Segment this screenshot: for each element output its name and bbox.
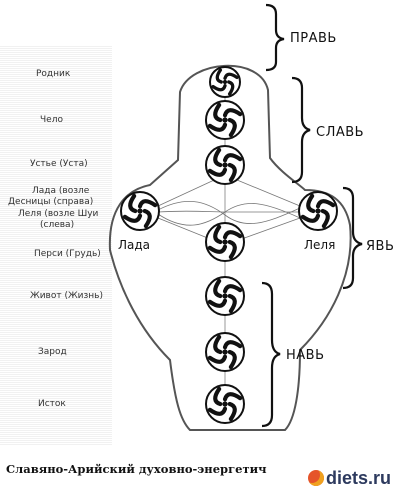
chakra-zarod-icon	[205, 332, 245, 372]
brace-slav	[291, 76, 311, 184]
label-ustye: Устье (Уста)	[30, 159, 88, 169]
caption: Славяно-Арийский духовно-энергетич	[6, 462, 267, 476]
chakra-lada-icon	[120, 191, 160, 231]
brace-yav	[342, 186, 363, 290]
label-chelo: Чело	[40, 115, 63, 125]
chakra-rodnik-icon	[209, 66, 241, 98]
chakra-lelya-icon	[298, 191, 338, 231]
label-persi: Перси (Грудь)	[34, 249, 101, 259]
label-istok: Исток	[38, 399, 66, 409]
chakra-chelo-icon	[205, 100, 245, 140]
label-lada-1: Лада (возле	[32, 186, 90, 196]
region-prav: ПРАВЬ	[290, 31, 337, 46]
left-labels: Родник Чело Устье (Уста) Лада (возле Дес…	[8, 69, 103, 409]
chakras	[120, 66, 338, 424]
region-braces	[261, 3, 363, 428]
chakra-zhivot-icon	[205, 276, 245, 316]
region-yav: ЯВЬ	[366, 239, 394, 254]
label-lelya-2: (слева)	[40, 220, 74, 230]
brace-prav	[265, 3, 285, 72]
region-slav: СЛАВЬ	[316, 125, 364, 140]
label-zhivot: Живот (Жизнь)	[30, 291, 103, 301]
label-lelya-1: Леля (возле Шуи	[18, 209, 99, 219]
side-label-lada: Лада	[118, 238, 150, 252]
label-rodnik: Родник	[36, 69, 71, 79]
chakra-ustye-icon	[205, 145, 245, 185]
label-zarod: Зарод	[38, 347, 67, 357]
body-outline	[108, 64, 352, 431]
watermark-apple-icon	[308, 470, 324, 486]
chakra-persi-icon	[205, 222, 245, 262]
watermark: diets.ru	[308, 468, 391, 489]
energy-links	[157, 174, 301, 246]
label-lada-2: Десницы (справа)	[8, 197, 93, 207]
scan-shading	[0, 45, 112, 445]
region-nav: НАВЬ	[286, 348, 325, 363]
side-label-lelya: Леля	[304, 238, 335, 252]
brace-nav	[261, 281, 281, 428]
chakra-istok-icon	[205, 384, 245, 424]
